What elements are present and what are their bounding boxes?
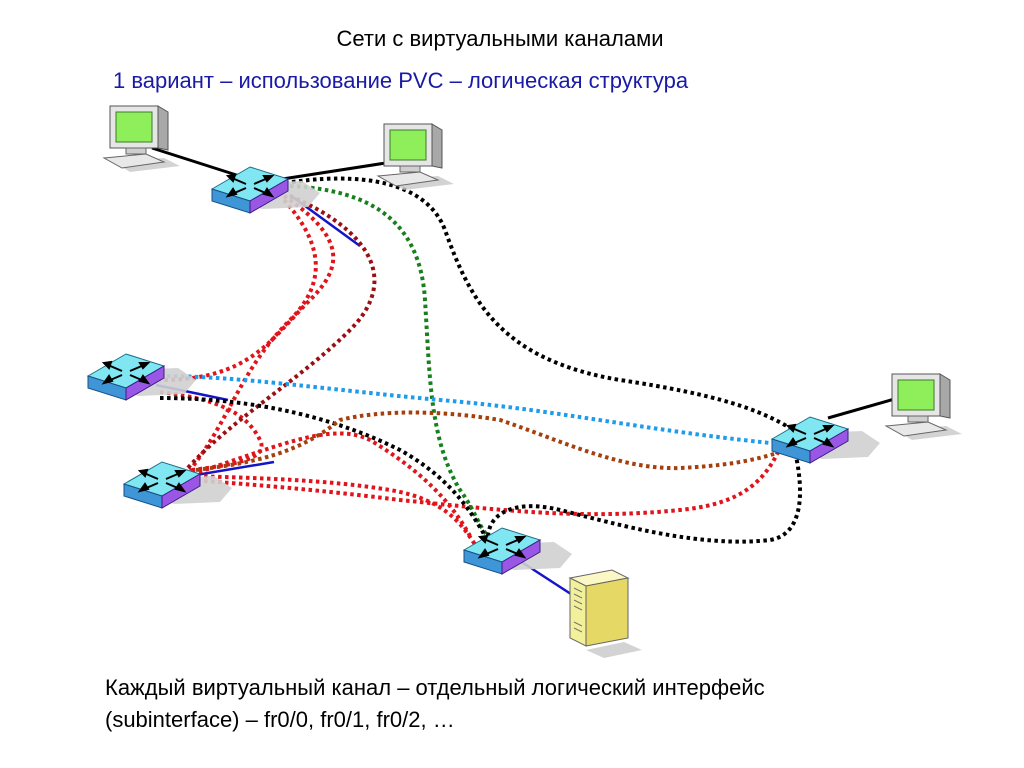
caption-line-2: (subinterface) – fr0/0, fr0/1, fr0/2, … [105, 707, 455, 732]
computer-icon [377, 123, 455, 191]
pvc-red-6 [191, 431, 472, 537]
caption-line-1: Каждый виртуальный канал – отдельный лог… [105, 675, 765, 700]
virtual-circuits [159, 176, 803, 548]
pvc-green [289, 184, 492, 540]
router-icon [463, 527, 573, 575]
router-icon [87, 353, 197, 401]
pvc-black-1 [291, 176, 792, 430]
slide-title: Сети с виртуальными каналами [336, 26, 664, 51]
pvc-red-5 [189, 451, 780, 517]
pvc-brown [195, 410, 781, 472]
server-icon [569, 569, 643, 659]
pvc-red-4 [189, 474, 478, 548]
pvc-red-2 [188, 198, 318, 472]
pvc-darkred [184, 194, 377, 472]
slide-subtitle: 1 вариант – использование PVC – логическ… [113, 68, 689, 93]
router-icon [123, 461, 233, 509]
router-icon [771, 416, 881, 464]
pvc-black-3 [486, 455, 803, 544]
pvc-red-1 [159, 194, 336, 382]
pvc-lightblue [159, 374, 781, 446]
computer-icon [103, 105, 181, 173]
computer-icon [885, 373, 963, 441]
slide-caption: Каждый виртуальный канал – отдельный лог… [105, 672, 765, 736]
